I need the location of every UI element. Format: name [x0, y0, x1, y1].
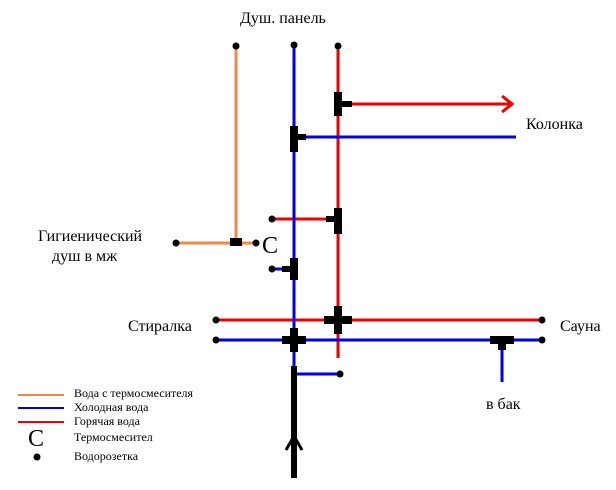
- outlet-dot: [336, 370, 344, 378]
- outlet-dot: [268, 215, 276, 223]
- outlet-dot: [212, 316, 220, 324]
- boiler-arrow: [501, 94, 515, 114]
- outlet-dot: [172, 239, 180, 247]
- label-boiler: Колонка: [526, 116, 583, 133]
- tee-mixer-cold-stub: [282, 266, 294, 272]
- tee-tank-stub: [498, 340, 506, 350]
- label-to-tank: в бак: [486, 396, 521, 413]
- label-shower-panel: Душ. панель: [240, 10, 326, 27]
- legend-label-cold: Холодная вода: [74, 400, 149, 414]
- outlet-dot: [334, 42, 342, 50]
- label-hygienic-line2: душ в мж: [52, 248, 118, 265]
- legend: Вода с термосмесителя Холодная вода Горя…: [18, 386, 194, 463]
- legend-label-mixer: Термосмесител: [74, 430, 153, 444]
- outlet-dot: [538, 316, 546, 324]
- tee-boiler-hot-stub: [338, 101, 352, 107]
- outlet-dot: [268, 265, 276, 273]
- cross-cold-h: [282, 336, 306, 344]
- outlet-dot: [212, 336, 220, 344]
- outlet-dot: [232, 42, 240, 50]
- legend-label-hot: Горячая вода: [74, 414, 141, 428]
- outlet-dot: [538, 336, 546, 344]
- outlet-dot: [252, 239, 260, 247]
- outlet-dot: [290, 41, 298, 49]
- label-hygienic-line1: Гигиенический: [38, 228, 143, 245]
- tee-thermo: [230, 238, 242, 246]
- tee-boiler-cold-stub: [294, 134, 306, 140]
- label-washer: Стиралка: [128, 318, 192, 335]
- cross-hot-h: [324, 316, 352, 324]
- legend-label-outlet: Водорозетка: [74, 449, 139, 463]
- legend-mixer-symbol: C: [28, 426, 44, 452]
- legend-outlet-dot: [33, 453, 41, 461]
- legend-label-thermo: Вода с термосмесителя: [74, 386, 194, 400]
- tee-mixer-hot-stub: [326, 216, 338, 222]
- thermo-mixer-symbol: C: [262, 233, 278, 259]
- label-sauna: Сауна: [560, 318, 601, 335]
- inlet-arrow: [284, 432, 304, 451]
